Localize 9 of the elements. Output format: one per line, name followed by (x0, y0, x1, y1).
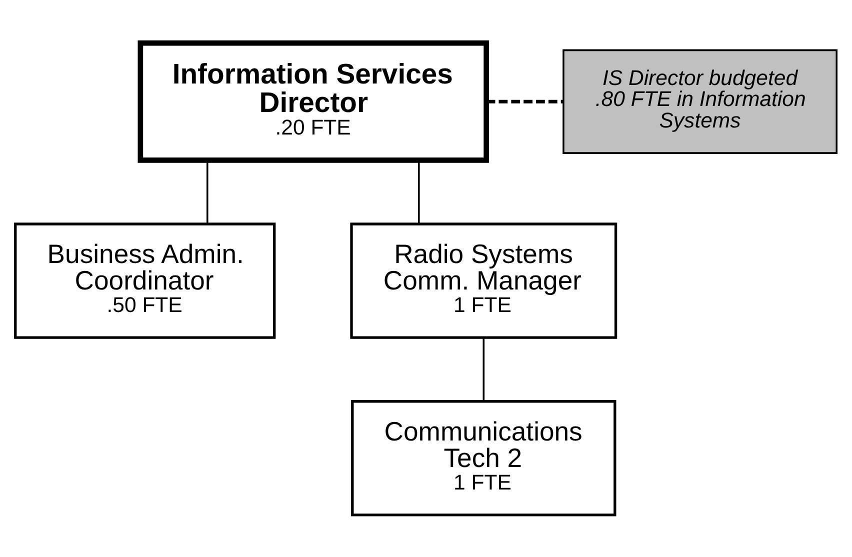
connector (486, 99, 564, 103)
node-box: IS Director budgeted .80 FTE in Information Systems (562, 48, 838, 154)
node-box: Radio Systems Comm. Manager 1 FTE (350, 222, 618, 338)
connector (206, 160, 208, 224)
node-box: Communications Tech 2 1 FTE (351, 400, 616, 516)
node-box: Information Services Director .20 FTE (138, 40, 489, 162)
node-box: Business Admin. Coordinator .50 FTE (14, 222, 276, 338)
connector (482, 337, 485, 401)
connector (418, 160, 420, 224)
